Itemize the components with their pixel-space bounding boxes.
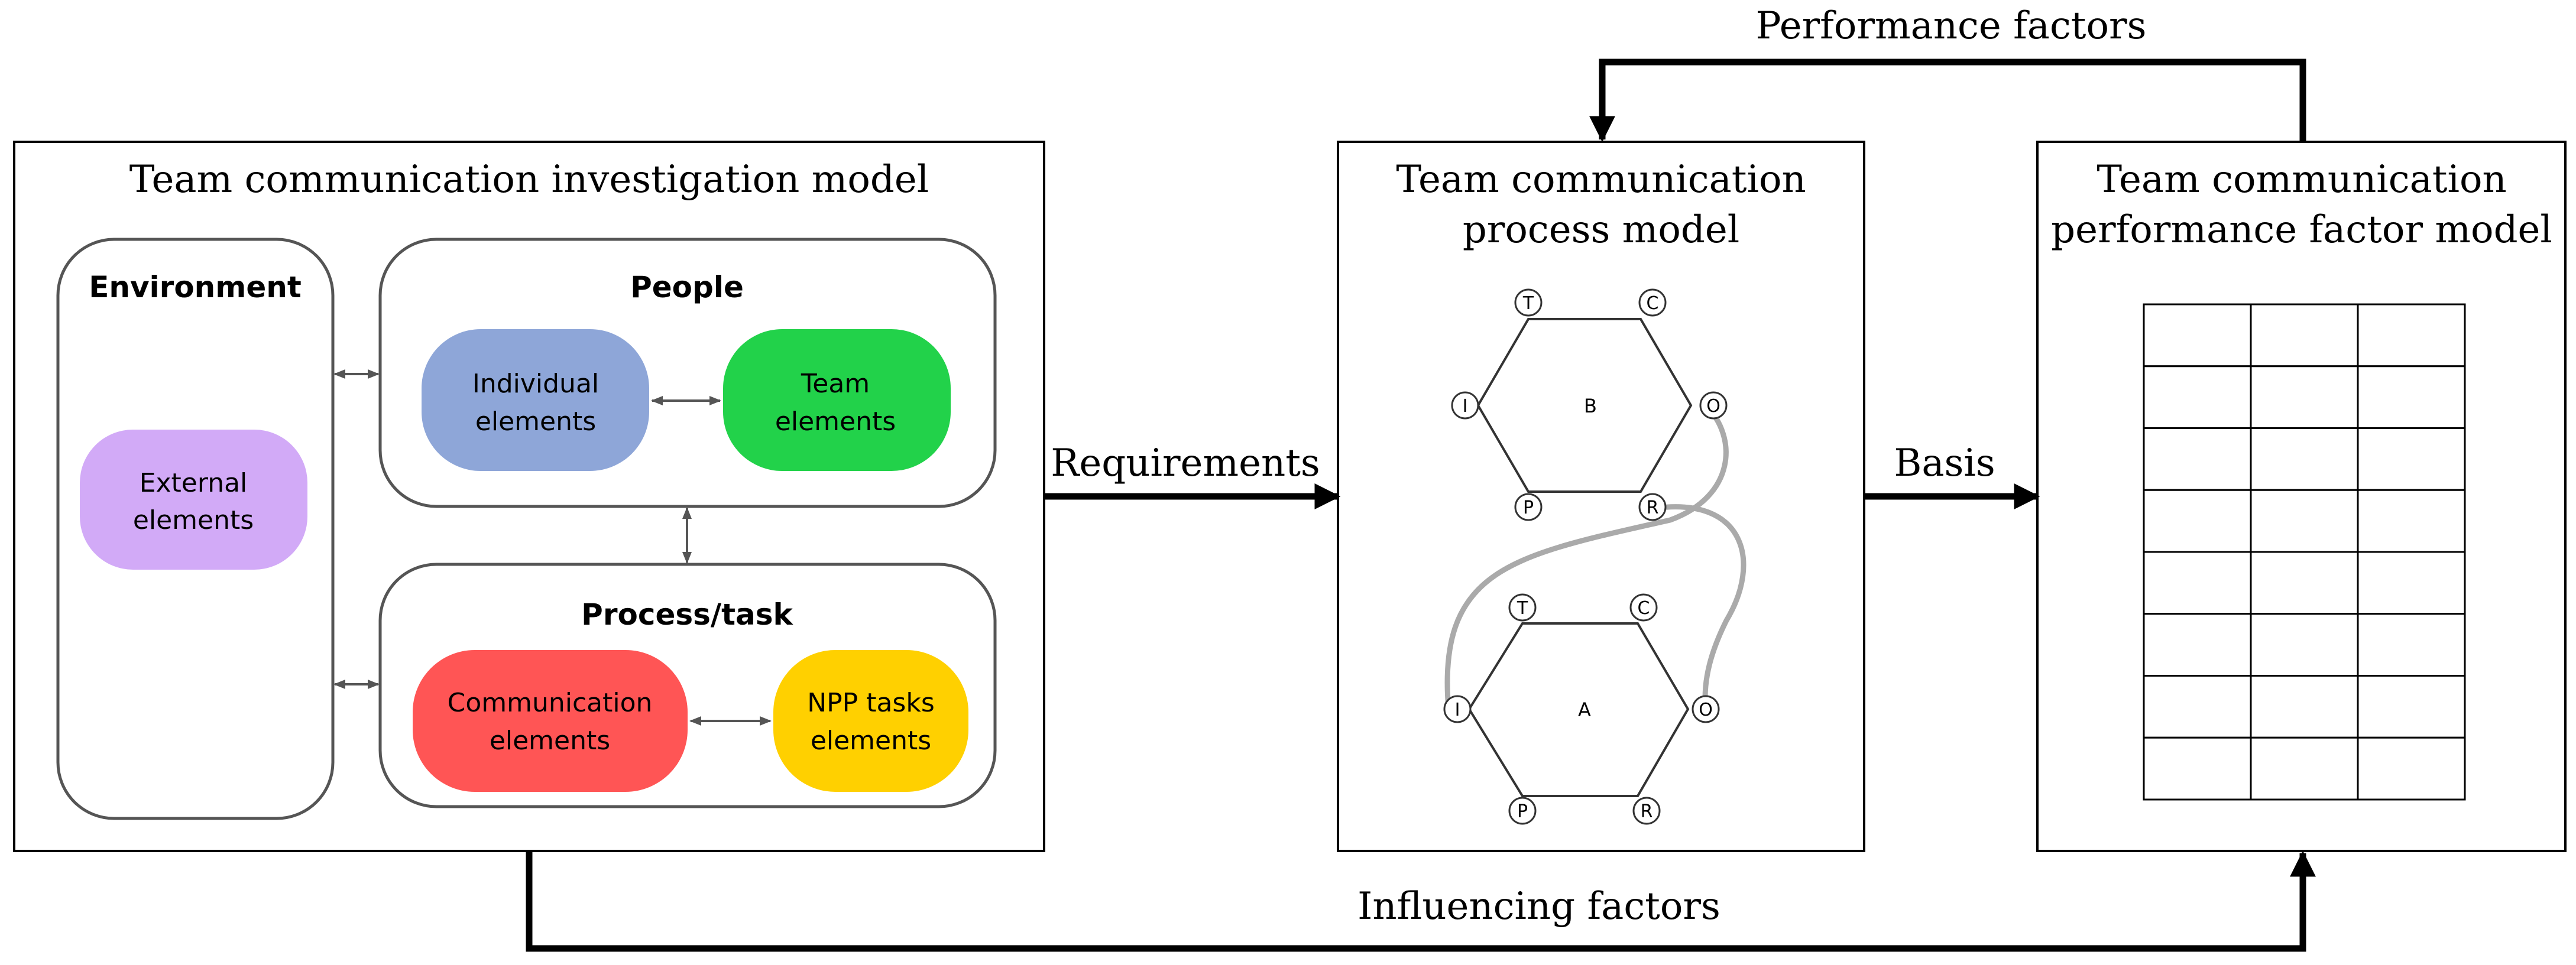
performance-factors-label: Performance factors	[1756, 4, 2147, 48]
team-elements-label-1: Team	[801, 369, 870, 399]
external-elements-label-2: elements	[133, 505, 254, 535]
table-cell	[2250, 613, 2359, 677]
hexagon-link-curve-2	[1655, 504, 1747, 710]
team-elements-node	[723, 329, 951, 471]
table-cell	[2143, 736, 2252, 801]
process-task-title: Process/task	[581, 597, 793, 632]
process-model-title-1: Team communication	[1396, 158, 1806, 202]
investigation-model-title: Team communication investigation model	[129, 158, 929, 202]
individual-elements-label-1: Individual	[472, 369, 599, 399]
table-cell	[2250, 303, 2359, 368]
node-r-a-label: R	[1641, 801, 1653, 822]
process-model-title-2: process model	[1463, 208, 1739, 252]
node-r-a: R	[1632, 797, 1661, 825]
node-o-b-label: O	[1706, 396, 1720, 417]
table-cell	[2250, 736, 2359, 801]
table-cell	[2143, 365, 2252, 429]
process-model-panel: Team communication process model B A T C…	[1337, 141, 1865, 852]
node-p-a-label: P	[1517, 801, 1528, 822]
table-cell	[2143, 489, 2252, 553]
npp-tasks-elements-node	[773, 650, 968, 792]
table-cell	[2357, 427, 2466, 491]
node-c-b: C	[1638, 288, 1667, 317]
communication-elements-label-1: Communication	[448, 688, 653, 718]
requirements-arrow: Requirements	[1044, 441, 1341, 509]
node-p-b-label: P	[1523, 498, 1534, 518]
node-o-a: O	[1692, 695, 1720, 723]
environment-title: Environment	[89, 270, 302, 304]
table-cell	[2143, 427, 2252, 491]
table-cell	[2250, 551, 2359, 615]
table-cell	[2143, 675, 2252, 739]
influencing-factors-arrow: Influencing factors	[526, 850, 2316, 952]
performance-factors-arrow: Performance factors	[1589, 4, 2306, 142]
table-cell	[2357, 365, 2466, 429]
external-elements-node	[80, 430, 307, 570]
npp-tasks-elements-label-2: elements	[811, 726, 931, 756]
node-c-a-label: C	[1638, 598, 1650, 619]
node-c-b-label: C	[1647, 293, 1659, 314]
performance-model-title-2: performance factor model	[2051, 208, 2552, 252]
basis-arrow: Basis	[1864, 441, 2040, 509]
basis-label: Basis	[1894, 441, 1995, 485]
table-cell	[2250, 427, 2359, 491]
individual-elements-label-2: elements	[475, 407, 596, 437]
performance-factor-table	[2143, 303, 2466, 801]
node-r-b: R	[1638, 493, 1667, 521]
table-cell	[2143, 551, 2252, 615]
node-t-b: T	[1514, 288, 1543, 317]
table-cell	[2357, 613, 2466, 677]
table-cell	[2250, 365, 2359, 429]
investigation-model-panel: Team communication investigation model E…	[13, 141, 1045, 852]
performance-model-panel: Team communication performance factor mo…	[2036, 141, 2567, 852]
table-cell	[2357, 551, 2466, 615]
hexagon-link-curve-1	[1444, 403, 1729, 710]
table-cell	[2143, 613, 2252, 677]
process-task-box: Process/task Communication elements NPP …	[378, 563, 997, 808]
hexagon-a-label: A	[1578, 698, 1591, 721]
node-i-a-label: I	[1455, 700, 1460, 720]
team-elements-label-2: elements	[775, 407, 896, 437]
table-cell	[2250, 489, 2359, 553]
node-o-b: O	[1699, 391, 1728, 420]
table-cell	[2143, 303, 2252, 368]
node-i-b-label: I	[1463, 396, 1468, 417]
table-cell	[2357, 303, 2466, 368]
environment-box: Environment External elements	[56, 238, 335, 820]
individual-elements-node	[422, 329, 649, 471]
node-p-b: P	[1514, 493, 1543, 521]
table-cell	[2357, 675, 2466, 739]
performance-model-title-1: Team communication	[2097, 158, 2506, 202]
table-cell	[2250, 675, 2359, 739]
node-t-b-label: T	[1522, 293, 1534, 314]
table-cell	[2357, 736, 2466, 801]
hexagon-b-label: B	[1584, 395, 1597, 417]
node-t-a-label: T	[1517, 598, 1528, 619]
node-p-a: P	[1508, 797, 1537, 825]
node-o-a-label: O	[1699, 700, 1713, 720]
node-r-b-label: R	[1647, 498, 1659, 518]
influencing-factors-label: Influencing factors	[1357, 885, 1720, 928]
communication-elements-label-2: elements	[490, 726, 610, 756]
external-elements-label-1: External	[140, 468, 248, 498]
requirements-label: Requirements	[1051, 441, 1320, 485]
table-cell	[2357, 489, 2466, 553]
people-title: People	[630, 270, 744, 304]
communication-elements-node	[413, 650, 688, 792]
node-i-a: I	[1443, 695, 1472, 723]
node-c-a: C	[1629, 593, 1658, 622]
npp-tasks-elements-label-1: NPP tasks	[807, 688, 935, 718]
node-i-b: I	[1451, 391, 1479, 420]
people-box: People Individual elements Team elements	[378, 238, 997, 508]
node-t-a: T	[1508, 593, 1537, 622]
